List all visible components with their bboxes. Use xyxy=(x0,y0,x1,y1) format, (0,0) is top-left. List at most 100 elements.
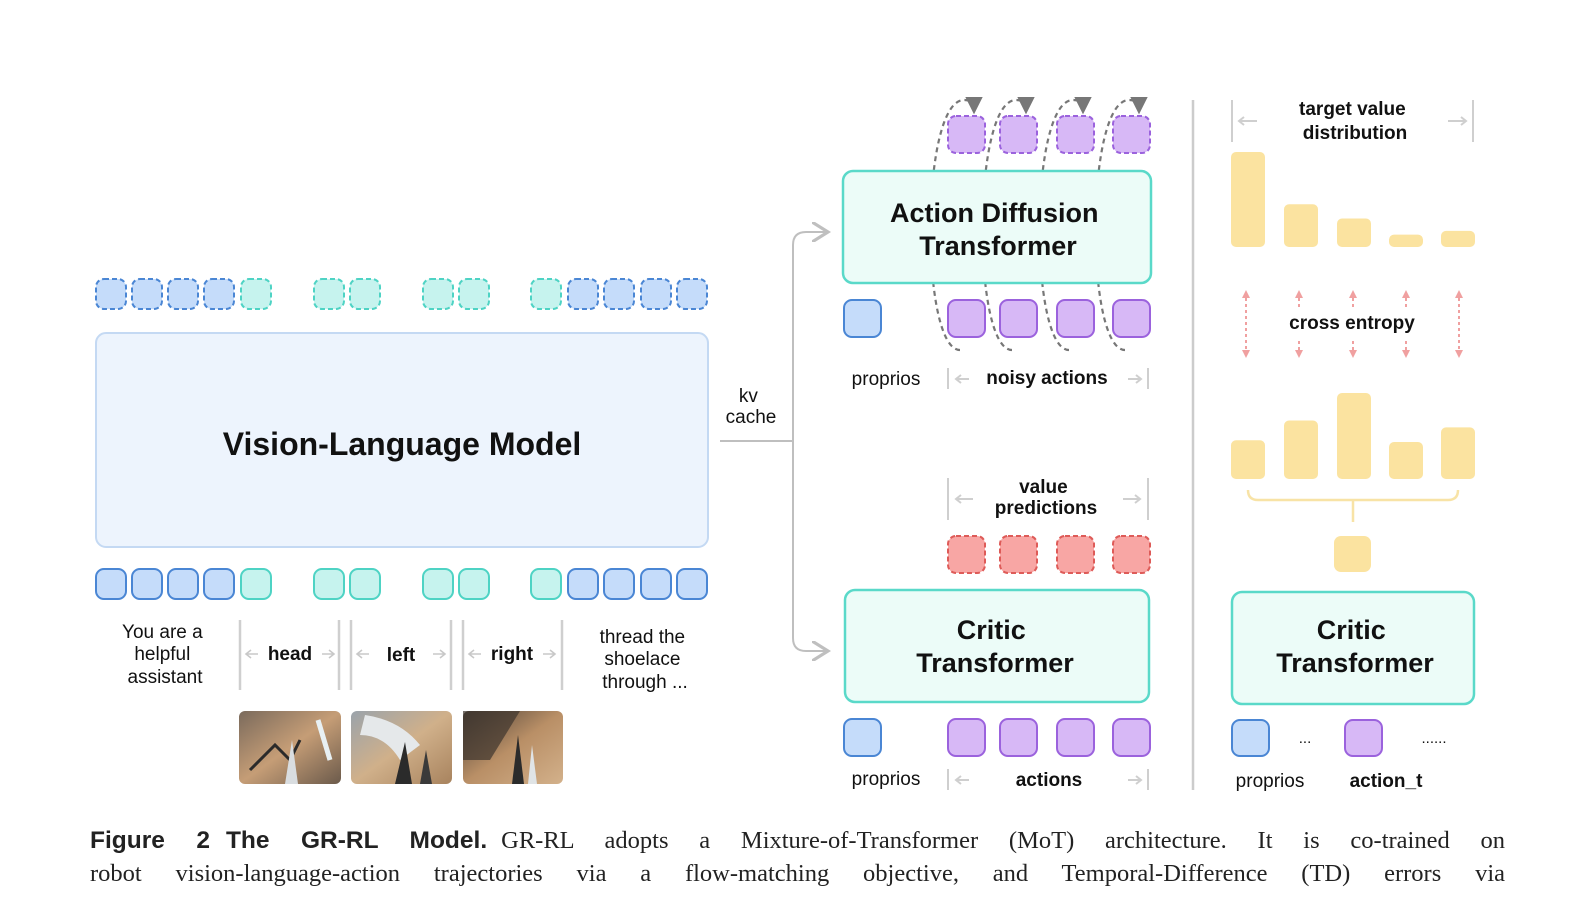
predicted-distribution-bar xyxy=(1441,427,1475,479)
critic-action-token xyxy=(947,718,986,757)
text-output-token xyxy=(167,278,199,310)
target-distribution-bar xyxy=(1389,234,1423,247)
image-output-token xyxy=(313,278,345,310)
distribution-brace xyxy=(1246,489,1460,522)
text-output-token xyxy=(95,278,127,310)
text-input-token xyxy=(95,568,127,600)
caption-line-1: GR-RL adopts a Mixture-of-Transformer (M… xyxy=(501,827,1505,854)
image-input-token xyxy=(240,568,272,600)
target-distribution-bracket xyxy=(1231,100,1474,142)
denoised-action-token xyxy=(1056,115,1095,154)
cross-entropy-arrowhead-up xyxy=(1242,290,1250,298)
camera-image-right xyxy=(463,711,563,784)
text-input-token xyxy=(203,568,235,600)
image-input-token xyxy=(313,568,345,600)
action-output-token-row xyxy=(947,115,1151,154)
text-input-token xyxy=(676,568,708,600)
cross-entropy-arrows xyxy=(1242,290,1463,358)
cross-entropy-arrowhead-down xyxy=(1402,350,1410,358)
critic-transformer-box xyxy=(843,588,1151,704)
figure-caption: Figure 2 The GR-RL Model. GR-RL adopts a M… xyxy=(90,824,1505,890)
noisy-actions-bracket xyxy=(947,368,1149,389)
critic-detail-action-label: action_t xyxy=(1350,771,1424,792)
vlm-box xyxy=(95,332,709,548)
critic-detail-transformer-title: Critic Transformer xyxy=(1276,615,1434,678)
predicted-distribution-bar xyxy=(1231,440,1265,479)
cross-entropy-arrowhead-up xyxy=(1295,290,1303,298)
kv-cache-label: kv cache xyxy=(726,386,777,428)
image-input-token xyxy=(530,568,562,600)
text-input-token xyxy=(131,568,163,600)
noisy-action-token xyxy=(1056,299,1095,338)
value-prediction-token xyxy=(1112,535,1151,574)
value-predictions-label: value predictions xyxy=(995,477,1097,519)
critic-action-token xyxy=(999,718,1038,757)
predicted-distribution-bar xyxy=(1337,393,1371,479)
cross-entropy-arrowhead-down xyxy=(1295,350,1303,358)
cross-entropy-arrowhead-up xyxy=(1455,290,1463,298)
action-proprio-token xyxy=(843,299,882,338)
target-value-distribution-bars xyxy=(1231,152,1475,247)
image-output-token xyxy=(422,278,454,310)
action-diffusion-transformer-title: Action Diffusion Transformer xyxy=(890,198,1106,261)
architecture-diagram: Vision-Language Model You are a helpful … xyxy=(95,96,1476,792)
image-input-token xyxy=(458,568,490,600)
text-output-token xyxy=(640,278,672,310)
text-output-token xyxy=(203,278,235,310)
critic-proprio-token xyxy=(843,718,882,757)
camera-image-head xyxy=(239,711,341,784)
denoise-loop-arrow xyxy=(1094,96,1148,352)
action-diffusion-transformer-box xyxy=(841,169,1153,285)
critic-proprio-label: proprios xyxy=(852,769,921,790)
value-prediction-token xyxy=(947,535,986,574)
actions-bracket xyxy=(947,769,1149,790)
denoise-loop-arrow xyxy=(929,96,983,352)
target-distribution-bar xyxy=(1337,218,1371,247)
critic-detail-proprio-label: proprios xyxy=(1236,771,1305,792)
denoise-loop-arrow xyxy=(1038,96,1092,352)
text-input-token xyxy=(603,568,635,600)
denoising-loop-arrows xyxy=(929,96,1148,352)
noisy-action-token xyxy=(947,299,986,338)
kv-cache-to-action-arrow xyxy=(792,232,826,441)
camera-group-arrows xyxy=(244,649,557,659)
prompt-text: You are a helpful assistant xyxy=(122,622,208,688)
image-output-token xyxy=(349,278,381,310)
denoised-action-token xyxy=(1112,115,1151,154)
image-output-token xyxy=(240,278,272,310)
critic-detail-transformer-box xyxy=(1230,590,1476,706)
cross-entropy-arrowhead-down xyxy=(1349,350,1357,358)
noisy-actions-label: noisy actions xyxy=(986,368,1107,389)
critic-input-token-row xyxy=(843,718,1151,757)
value-prediction-token xyxy=(999,535,1038,574)
denoised-action-token xyxy=(999,115,1038,154)
denoised-action-token xyxy=(947,115,986,154)
critic-detail-ellipsis-short: ... xyxy=(1299,730,1312,747)
critic-action-token xyxy=(1112,718,1151,757)
image-output-token xyxy=(458,278,490,310)
caption-title: The GR-RL Model. xyxy=(225,827,488,854)
image-input-token xyxy=(349,568,381,600)
cross-entropy-arrowhead-up xyxy=(1349,290,1357,298)
text-output-token xyxy=(603,278,635,310)
camera-image-left xyxy=(351,711,452,784)
action-input-token-row xyxy=(843,299,1151,338)
value-token xyxy=(1334,536,1371,572)
critic-detail-ellipsis-long: ...... xyxy=(1421,730,1446,747)
camera-label-left: left xyxy=(387,645,416,666)
target-distribution-bar xyxy=(1441,230,1475,247)
noisy-action-token xyxy=(999,299,1038,338)
caption-figure-number: Figure 2 xyxy=(90,827,210,854)
predicted-value-distribution-bars xyxy=(1231,393,1475,479)
vlm-input-token-row xyxy=(95,568,708,600)
value-prediction-token-row xyxy=(947,535,1151,574)
instruction-text: thread the shoelace through ... xyxy=(600,627,691,693)
target-distribution-bar xyxy=(1284,204,1318,247)
kv-cache-to-critic-arrow xyxy=(792,441,826,651)
cross-entropy-arrowhead-down xyxy=(1242,350,1250,358)
camera-label-right: right xyxy=(491,644,534,665)
text-input-token xyxy=(167,568,199,600)
caption-line-2: robot vision-language-action trajectorie… xyxy=(90,860,1505,887)
critic-detail-proprio-token xyxy=(1231,719,1270,757)
target-distribution-label: target value distribution xyxy=(1299,99,1411,144)
